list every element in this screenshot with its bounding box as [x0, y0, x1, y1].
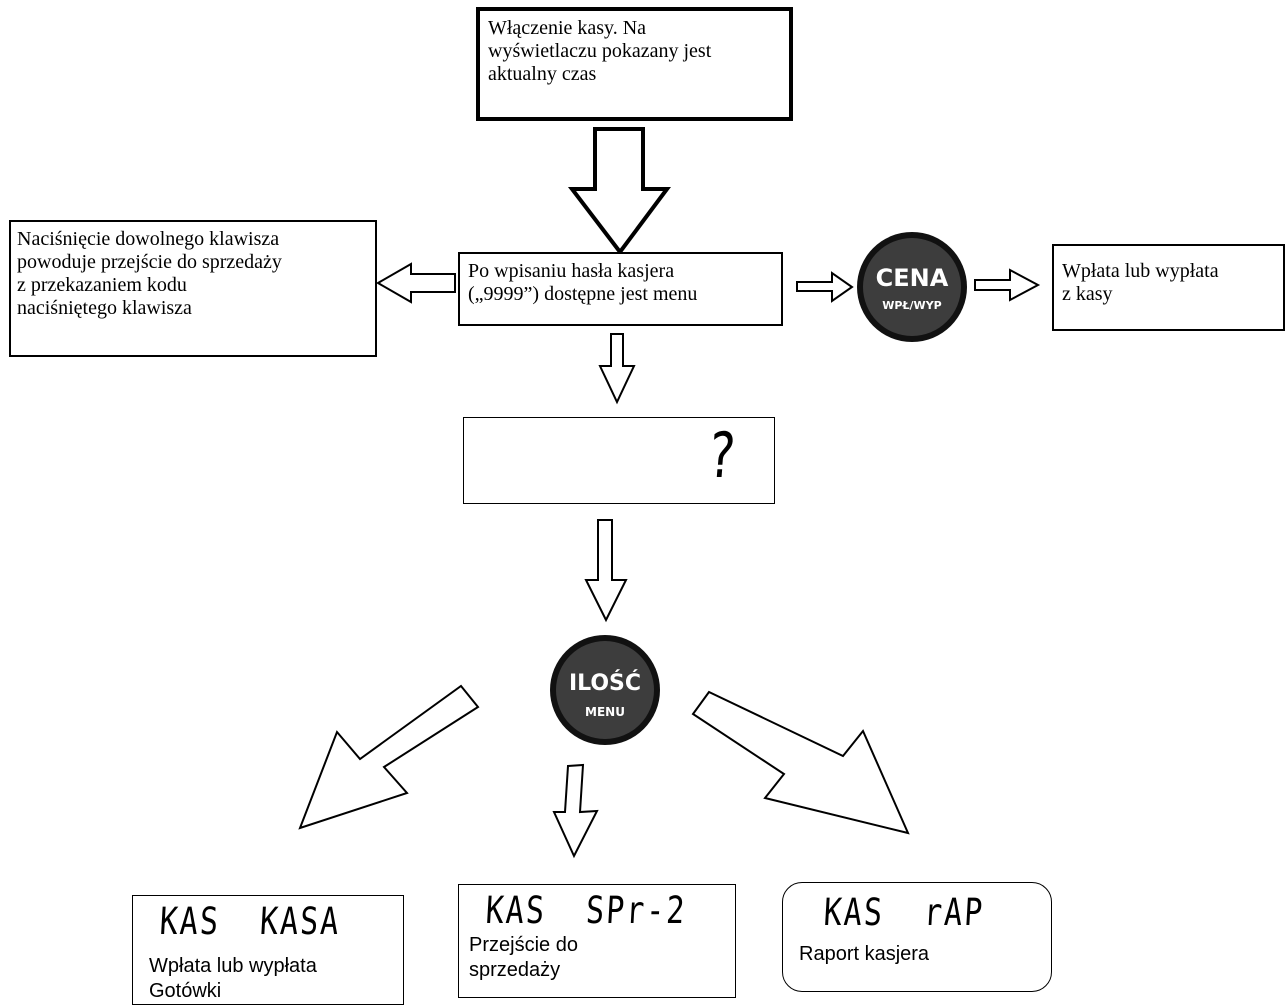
ilosc-key-icon[interactable]: ILOŚĆ MENU — [550, 635, 660, 745]
menu-option-sale: KAS SPr-2 Przejście do sprzedaży — [458, 884, 736, 998]
menu-option-cash-description: Wpłata lub wypłata Gotówki — [149, 955, 317, 1002]
cena-key-sublabel: WPŁ/WYP — [882, 299, 941, 312]
menu-option-report-display: KAS rAP — [822, 891, 986, 935]
any-key-node-text: Naciśnięcie dowolnego klawisza powoduje … — [17, 228, 282, 319]
arrow-right-from-cena — [974, 268, 1041, 302]
arrow-diagonal-left — [298, 684, 480, 830]
cena-key-label: CENA — [876, 264, 949, 292]
any-key-node: Naciśnięcie dowolnego klawisza powoduje … — [9, 220, 377, 357]
cash-in-out-node-text: Wpłata lub wypłata z kasy — [1062, 260, 1219, 305]
menu-option-cash: KAS KASA Wpłata lub wypłata Gotówki — [132, 895, 404, 1005]
password-node: Po wpisaniu hasła kasjera („9999”) dostę… — [458, 252, 783, 326]
arrow-down-large — [567, 127, 671, 256]
menu-option-report-description: Raport kasjera — [799, 943, 930, 965]
start-node-text: Włączenie kasy. Na wyświetlaczu pokazany… — [488, 17, 712, 85]
cena-key-icon[interactable]: CENA WPŁ/WYP — [857, 232, 967, 342]
arrow-down-middle — [552, 763, 599, 859]
arrow-left — [375, 262, 456, 304]
display-value: ? — [704, 419, 739, 493]
arrow-right-to-cena — [796, 271, 854, 303]
menu-option-cash-display: KAS KASA — [158, 900, 342, 944]
arrow-down-to-display — [598, 333, 636, 405]
menu-option-sale-display: KAS SPr-2 — [484, 889, 688, 933]
arrow-down-to-ilosc — [584, 519, 628, 623]
password-node-text: Po wpisaniu hasła kasjera („9999”) dostę… — [468, 260, 698, 305]
start-node: Włączenie kasy. Na wyświetlaczu pokazany… — [476, 7, 793, 121]
cash-in-out-node: Wpłata lub wypłata z kasy — [1052, 244, 1285, 331]
display-panel: ? — [463, 417, 775, 504]
menu-option-report: KAS rAP Raport kasjera — [782, 882, 1052, 992]
ilosc-key-sublabel: MENU — [585, 705, 625, 719]
arrow-diagonal-right — [691, 690, 910, 835]
menu-option-sale-description: Przejście do sprzedaży — [469, 934, 578, 981]
ilosc-key-label: ILOŚĆ — [569, 670, 641, 696]
